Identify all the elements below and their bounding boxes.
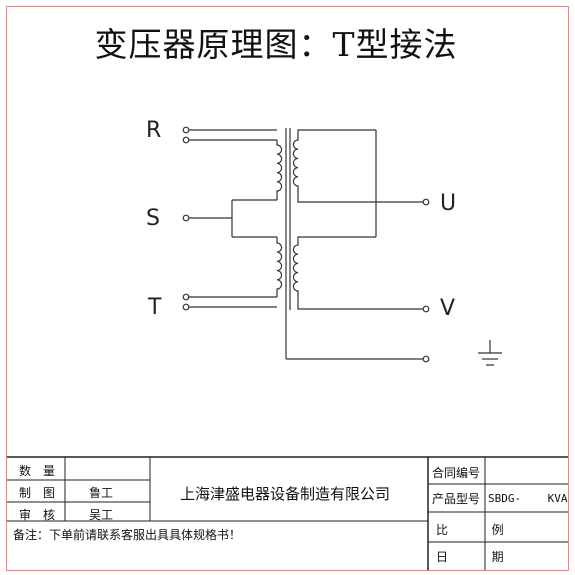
terminal-label-r: R	[146, 118, 162, 143]
diagram-title: 变压器原理图：T型接法	[94, 25, 458, 64]
label-drafter: 制图	[19, 486, 68, 500]
label-contract-no: 合同编号	[432, 466, 481, 480]
label-reviewer: 审核	[19, 508, 68, 522]
terminal-label-s: S	[146, 206, 160, 231]
terminal-v	[422, 305, 430, 313]
remark-note: 备注：下单前请联系客服出具具体规格书！	[13, 528, 242, 542]
secondary-coil-upper	[292, 129, 423, 203]
value-reviewer: 吴工	[88, 508, 113, 522]
value-model: SBDG- KVA	[488, 492, 568, 505]
label-date: 日 期	[436, 550, 516, 564]
company-name: 上海津盛电器设备制造有限公司	[179, 485, 390, 503]
terminal-s	[182, 214, 190, 222]
label-scale: 比 例	[436, 523, 516, 537]
wiring	[182, 126, 502, 366]
terminal-t-bottom	[182, 303, 190, 311]
terminal-label-t: T	[148, 295, 162, 320]
title-block-grid	[7, 456, 568, 570]
terminal-label-u: U	[440, 191, 457, 216]
value-drafter: 鲁工	[88, 486, 113, 500]
terminal-t-top	[182, 293, 190, 301]
primary-coil-lower	[276, 237, 283, 297]
ground-icon	[478, 340, 502, 366]
secondary-coil-lower	[292, 236, 423, 310]
label-quantity: 数量	[19, 464, 68, 478]
label-model: 产品型号	[432, 492, 481, 506]
terminal-r-bottom	[182, 136, 190, 144]
drawing-border	[6, 6, 569, 571]
terminal-ground	[422, 355, 430, 363]
primary-coil-upper	[276, 140, 283, 200]
terminal-label-v: V	[440, 296, 456, 321]
terminal-u	[422, 198, 430, 206]
terminal-r-top	[182, 126, 190, 134]
